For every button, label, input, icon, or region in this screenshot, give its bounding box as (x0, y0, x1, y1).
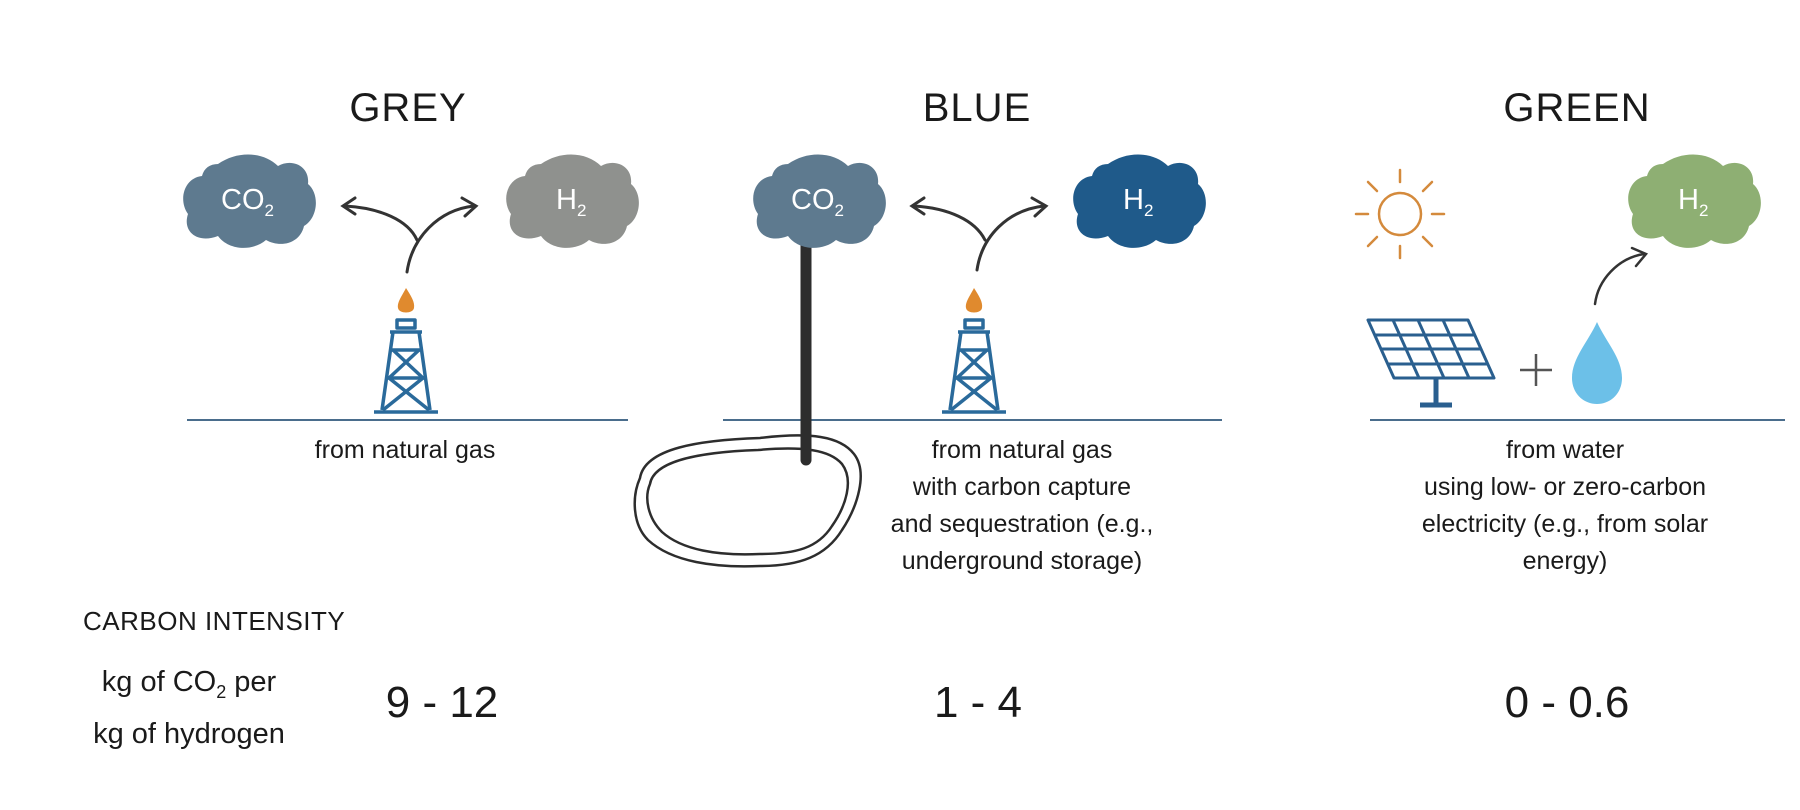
description-green: from water using low- or zero-carbon ele… (1421, 436, 1709, 575)
title-grey: GREY (349, 86, 467, 130)
arrow-icon (340, 196, 479, 274)
description-blue: from natural gas with carbon capture and… (890, 436, 1154, 575)
arrow-icon (909, 196, 1049, 272)
plus-sign (1520, 354, 1552, 386)
description-grey: from natural gas (314, 436, 496, 464)
arrow-icon (1593, 246, 1649, 306)
water-drop-icon (1572, 322, 1622, 404)
carbon-intensity-unit: kg of CO2 per kg of hydrogen (93, 666, 285, 750)
blue-co2-label: CO2 (791, 184, 844, 220)
grey-co2-label: CO2 (221, 184, 274, 220)
flame-icon (397, 288, 415, 313)
solar-panel-icon (1366, 318, 1496, 408)
green-h2-label: H2 (1678, 184, 1709, 220)
flame-icon (965, 288, 983, 313)
title-blue: BLUE (922, 86, 1032, 130)
blue-h2-label: H2 (1123, 184, 1154, 220)
carbon-intensity-grey: 9 - 12 (385, 678, 499, 727)
carbon-intensity-green: 0 - 0.6 (1504, 678, 1630, 727)
gas-rig-icon (372, 318, 440, 414)
title-green: GREEN (1503, 86, 1651, 130)
sun-icon (1354, 168, 1446, 260)
reservoir-icon (633, 434, 862, 568)
gas-rig-icon (940, 318, 1008, 414)
grey-h2-label: H2 (556, 184, 587, 220)
carbon-intensity-blue: 1 - 4 (933, 678, 1023, 727)
carbon-intensity-label: CARBON INTENSITY (83, 606, 346, 636)
